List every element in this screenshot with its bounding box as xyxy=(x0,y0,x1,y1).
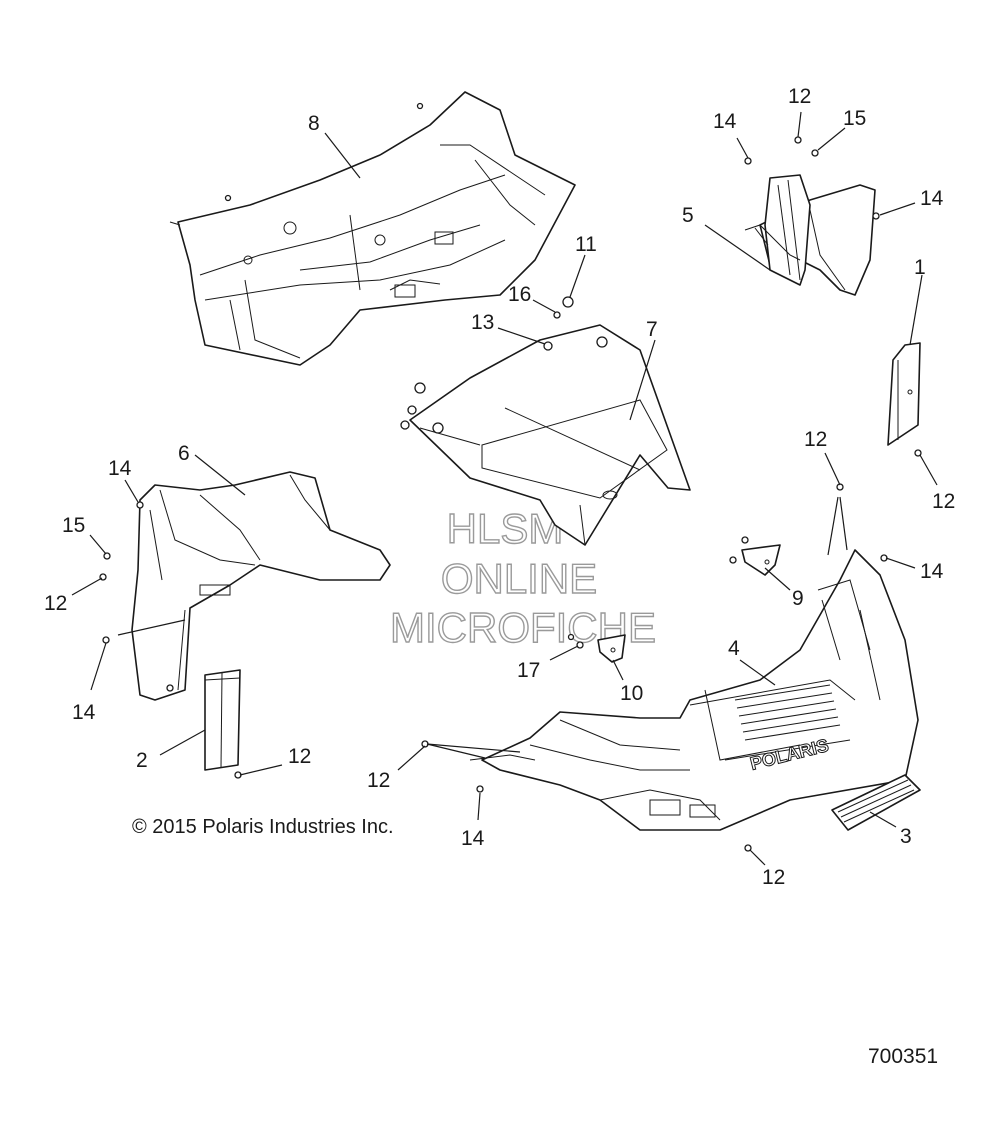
callout-5: 5 xyxy=(682,204,694,227)
callout-13: 13 xyxy=(471,311,494,334)
callout-14: 14 xyxy=(108,457,132,480)
callout-3: 3 xyxy=(900,825,912,848)
part-4-front-bumper: POLARIS xyxy=(469,549,919,831)
watermark-line-3: MICROFICHE xyxy=(390,604,656,651)
watermark-line-1: HLSM xyxy=(447,505,564,552)
fastener-16 xyxy=(553,311,561,319)
callout-17: 17 xyxy=(517,659,540,682)
callout-11: 11 xyxy=(575,233,597,256)
watermark-line-2: ONLINE xyxy=(441,555,597,602)
callout-14: 14 xyxy=(461,827,485,850)
callout-7: 7 xyxy=(646,318,658,341)
leader-lines xyxy=(71,111,938,866)
callout-9: 9 xyxy=(792,587,804,610)
callout-4: 4 xyxy=(728,637,740,660)
callout-15: 15 xyxy=(62,514,85,537)
callout-12: 12 xyxy=(804,428,827,451)
callout-12: 12 xyxy=(367,769,390,792)
callout-12: 12 xyxy=(288,745,311,768)
part-3-lower-grille xyxy=(831,774,921,831)
watermark: HLSM ONLINE MICROFICHE xyxy=(389,504,656,651)
part-6-left-fender xyxy=(131,471,391,701)
part-9-bracket xyxy=(741,544,781,576)
callout-1: 1 xyxy=(914,256,926,279)
callout-2: 2 xyxy=(136,749,148,772)
callout-12: 12 xyxy=(932,490,955,513)
part-1-trim-strip xyxy=(887,342,921,446)
callout-15: 15 xyxy=(843,107,866,130)
copyright-notice: © 2015 Polaris Industries Inc. xyxy=(132,816,394,838)
part-2-fender-strip xyxy=(204,669,241,771)
callout-16: 16 xyxy=(508,283,531,306)
drawing-number: 700351 xyxy=(868,1045,938,1068)
callout-14: 14 xyxy=(920,187,944,210)
callout-14: 14 xyxy=(920,560,944,583)
callout-8: 8 xyxy=(308,112,320,135)
callout-12: 12 xyxy=(788,85,811,108)
part-10-bracket xyxy=(597,634,626,663)
part-8-dash-panel xyxy=(169,91,576,366)
callout-12: 12 xyxy=(762,866,785,889)
callout-14: 14 xyxy=(72,701,96,724)
fastener-11 xyxy=(562,296,574,308)
callout-12: 12 xyxy=(44,592,67,615)
fasteners xyxy=(99,102,922,852)
callout-14: 14 xyxy=(713,110,737,133)
callout-10: 10 xyxy=(620,682,643,705)
part-5-side-panel xyxy=(744,174,876,296)
part-7-hood xyxy=(409,324,691,546)
callout-labels: 8 11 16 13 7 14 12 15 14 5 1 12 12 14 9 … xyxy=(44,85,955,889)
callout-6: 6 xyxy=(178,442,190,465)
fastener-13 xyxy=(543,341,553,351)
